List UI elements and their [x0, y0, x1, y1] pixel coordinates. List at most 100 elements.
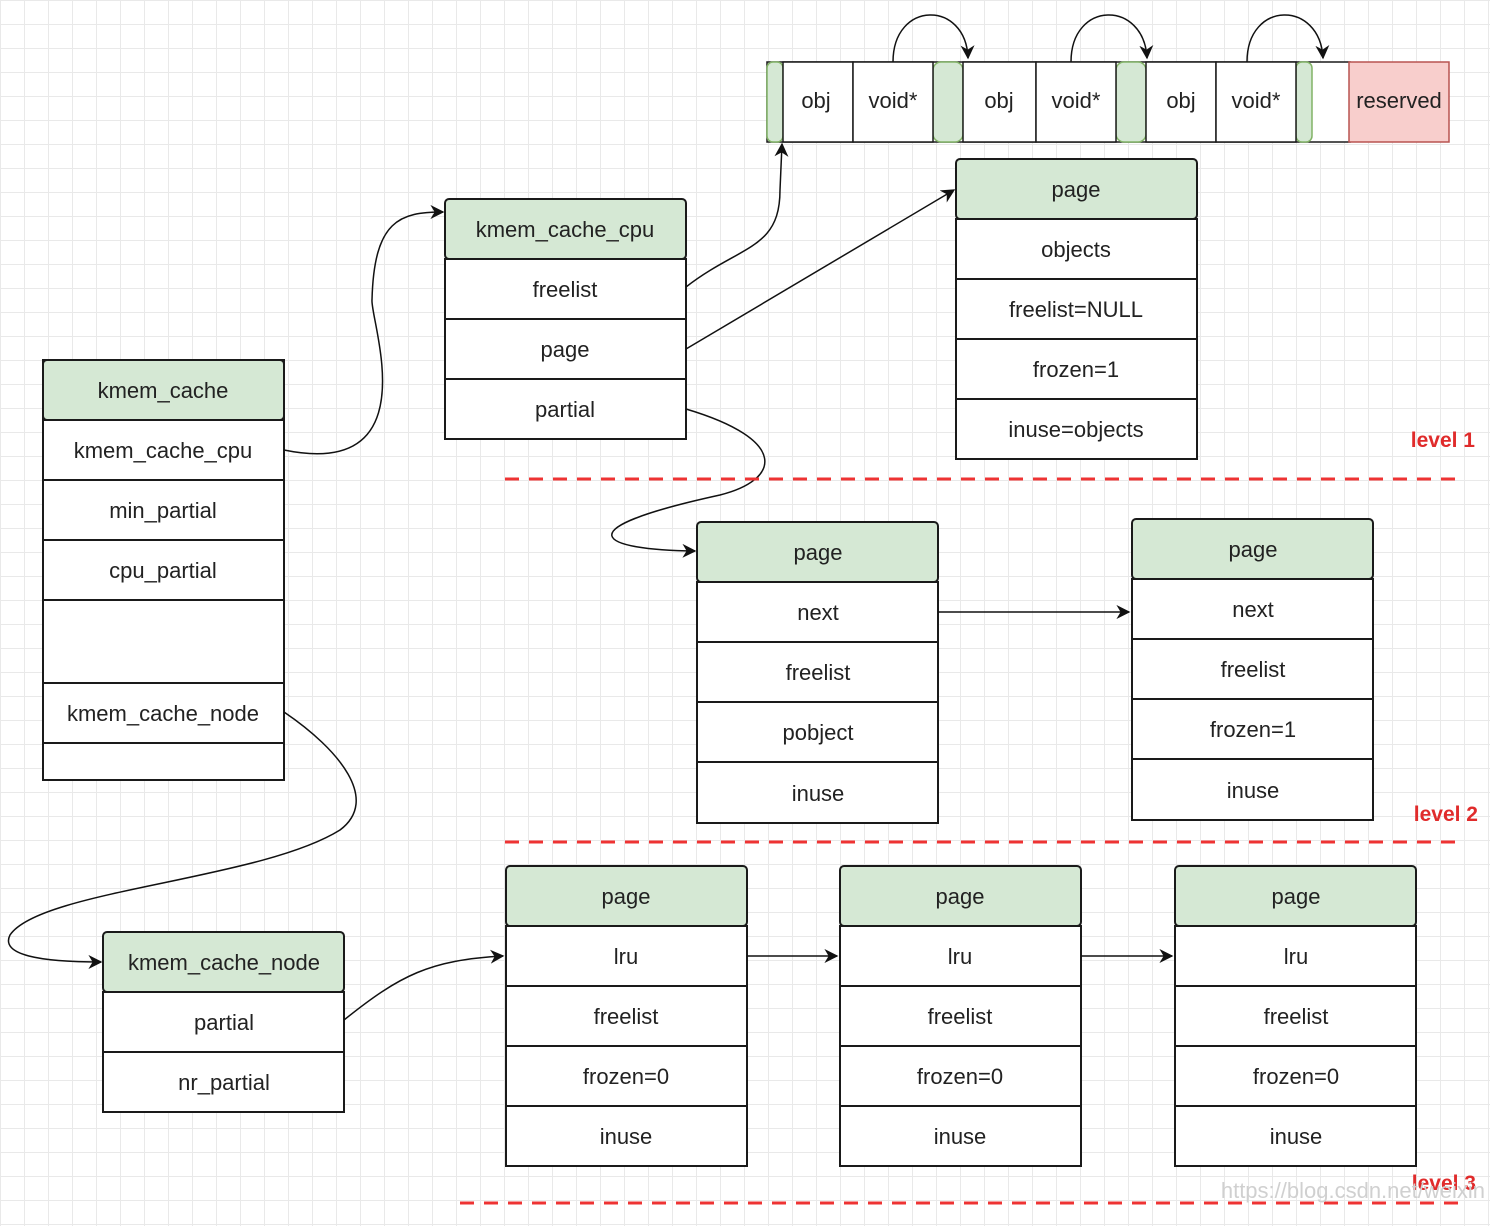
level-2-label: level 2: [1414, 803, 1478, 826]
kmem-cache-node-title: kmem_cache_node: [128, 950, 320, 975]
node-page-field: frozen=0: [917, 1064, 1003, 1089]
kmem-cache-cpu-field-row: [444, 258, 687, 320]
cpu-page-field-row: [955, 398, 1198, 460]
slot-void-label: void*: [1052, 88, 1101, 113]
kmem-cache-field: cpu_partial: [109, 558, 217, 583]
partial-page-field-row: [696, 761, 939, 824]
partial-page-field: pobject: [783, 720, 854, 745]
slot-void-cell: [1215, 61, 1297, 143]
kmem-cache-cpu-title: kmem_cache_cpu: [476, 217, 655, 242]
node-page-field: inuse: [934, 1124, 987, 1149]
cpu-page-field: frozen=1: [1033, 357, 1119, 382]
node-page-field: lru: [948, 944, 972, 969]
reserved-label: reserved: [1356, 88, 1442, 113]
slot-bracket: [766, 61, 784, 143]
kmem-cache-cpu-field: page: [541, 337, 590, 362]
node-pointer-arrow: [7, 711, 357, 969]
cpu-page-field-row: [955, 278, 1198, 340]
partial-page-2-struct: page next freelist frozen=1 inuse: [1131, 518, 1374, 821]
partial-page-field: freelist: [1221, 657, 1286, 682]
node-page-field: frozen=0: [583, 1064, 669, 1089]
node-page-title: page: [1272, 884, 1321, 909]
cpu-page-struct: page objects freelist=NULL frozen=1 inus…: [955, 158, 1198, 460]
kmem-cache-title: kmem_cache: [98, 378, 229, 403]
kmem-cache-cpu-field: partial: [535, 397, 595, 422]
node-page-field-row: [1174, 1105, 1417, 1167]
node-page-field: frozen=0: [1253, 1064, 1339, 1089]
node-page-1-struct: page lru freelist frozen=0 inuse: [505, 865, 748, 1167]
node-partial-arrow: [343, 949, 505, 1021]
node-page-field-row: [505, 1045, 748, 1107]
node-page-field: freelist: [1264, 1004, 1329, 1029]
cpu-page-field: freelist=NULL: [1009, 297, 1143, 322]
node-page-field-row: [1174, 985, 1417, 1047]
slot-obj-label: obj: [801, 88, 830, 113]
node-page-field: inuse: [1270, 1124, 1323, 1149]
cpu-page-field-row: [955, 338, 1198, 400]
kmem-cache-field: kmem_cache_node: [67, 701, 259, 726]
kmem-cache-node-field: partial: [194, 1010, 254, 1035]
partial-page-1-struct: page next freelist pobject inuse: [696, 521, 939, 824]
partial-page-field-row: [696, 701, 939, 763]
node-page-title: page: [602, 884, 651, 909]
node-page-3-struct: page lru freelist frozen=0 inuse: [1174, 865, 1417, 1167]
kmem-cache-cpu-field: freelist: [533, 277, 598, 302]
kmem-cache-field: kmem_cache_cpu: [74, 438, 253, 463]
page-pointer-arrow: [685, 189, 956, 350]
slot-bracket: [932, 61, 964, 143]
node-page-field-row: [505, 985, 748, 1047]
partial-page-field: frozen=1: [1210, 717, 1296, 742]
partial-page-field-row: [1131, 698, 1374, 760]
node-page-field: inuse: [600, 1124, 653, 1149]
level-3-label: level 3: [1412, 1172, 1476, 1195]
object-slot-strip: obj void* obj void* obj void* reserved: [766, 14, 1450, 143]
node-page-2-struct: page lru freelist frozen=0 inuse: [839, 865, 1082, 1167]
cpu-page-field-row: [955, 218, 1198, 280]
slot-bracket: [1115, 61, 1147, 143]
kmem-cache-field-row: [42, 599, 285, 684]
kmem-cache-struct: kmem_cache kmem_cache_cpu min_partial cp…: [42, 359, 285, 781]
slot-next-arrow: [1070, 14, 1154, 63]
node-page-field: freelist: [594, 1004, 659, 1029]
cpu-page-field: inuse=objects: [1008, 417, 1143, 442]
kmem-cache-cpu-struct: kmem_cache_cpu freelist page partial: [444, 198, 687, 440]
slot-void-label: void*: [869, 88, 918, 113]
kmem-cache-field-row: [42, 742, 285, 781]
kmem-cache-node-field: nr_partial: [178, 1070, 270, 1095]
slot-obj-label: obj: [1166, 88, 1195, 113]
level-1-label: level 1: [1411, 429, 1476, 452]
slot-obj-label: obj: [984, 88, 1013, 113]
kmem-cache-field-row: [42, 419, 285, 481]
node-page-field: lru: [1284, 944, 1308, 969]
slot-next-arrow: [892, 14, 975, 63]
slot-obj-cell: [1145, 61, 1217, 143]
node-page-field: freelist: [928, 1004, 993, 1029]
kmem-cache-field-row: [42, 682, 285, 744]
partial-page-field-row: [1131, 758, 1374, 821]
freelist-pointer-arrow: [685, 142, 789, 288]
slot-void-label: void*: [1232, 88, 1281, 113]
kmem-cache-node-struct: kmem_cache_node partial nr_partial: [102, 931, 345, 1113]
partial-pointer-arrow: [611, 408, 766, 558]
reserved-cell: [1348, 61, 1450, 143]
partial-page-title: page: [1229, 537, 1278, 562]
slot-bracket: [1295, 61, 1313, 143]
partial-page-field-row: [696, 641, 939, 703]
slot-void-cell: [1035, 61, 1117, 143]
partial-page-field: next: [1232, 597, 1274, 622]
cpu-pointer-arrow: [283, 205, 445, 455]
partial-page-title: page: [794, 540, 843, 565]
kmem-cache-node-field-row: [102, 1051, 345, 1113]
partial-page-field: inuse: [792, 781, 845, 806]
partial-page-field: next: [797, 600, 839, 625]
partial-page-field: inuse: [1227, 778, 1280, 803]
kmem-cache-field-row: [42, 539, 285, 601]
cpu-page-title: page: [1052, 177, 1101, 202]
watermark-text: https://blog.csdn.net/weixin: [1221, 1178, 1485, 1203]
slot-next-arrow: [1246, 14, 1330, 63]
node-page-field-row: [839, 985, 1082, 1047]
node-page-field-row: [505, 1105, 748, 1167]
level-dividers: level 1 level 2 level 3: [460, 429, 1478, 1205]
node-page-field-row: [839, 1105, 1082, 1167]
